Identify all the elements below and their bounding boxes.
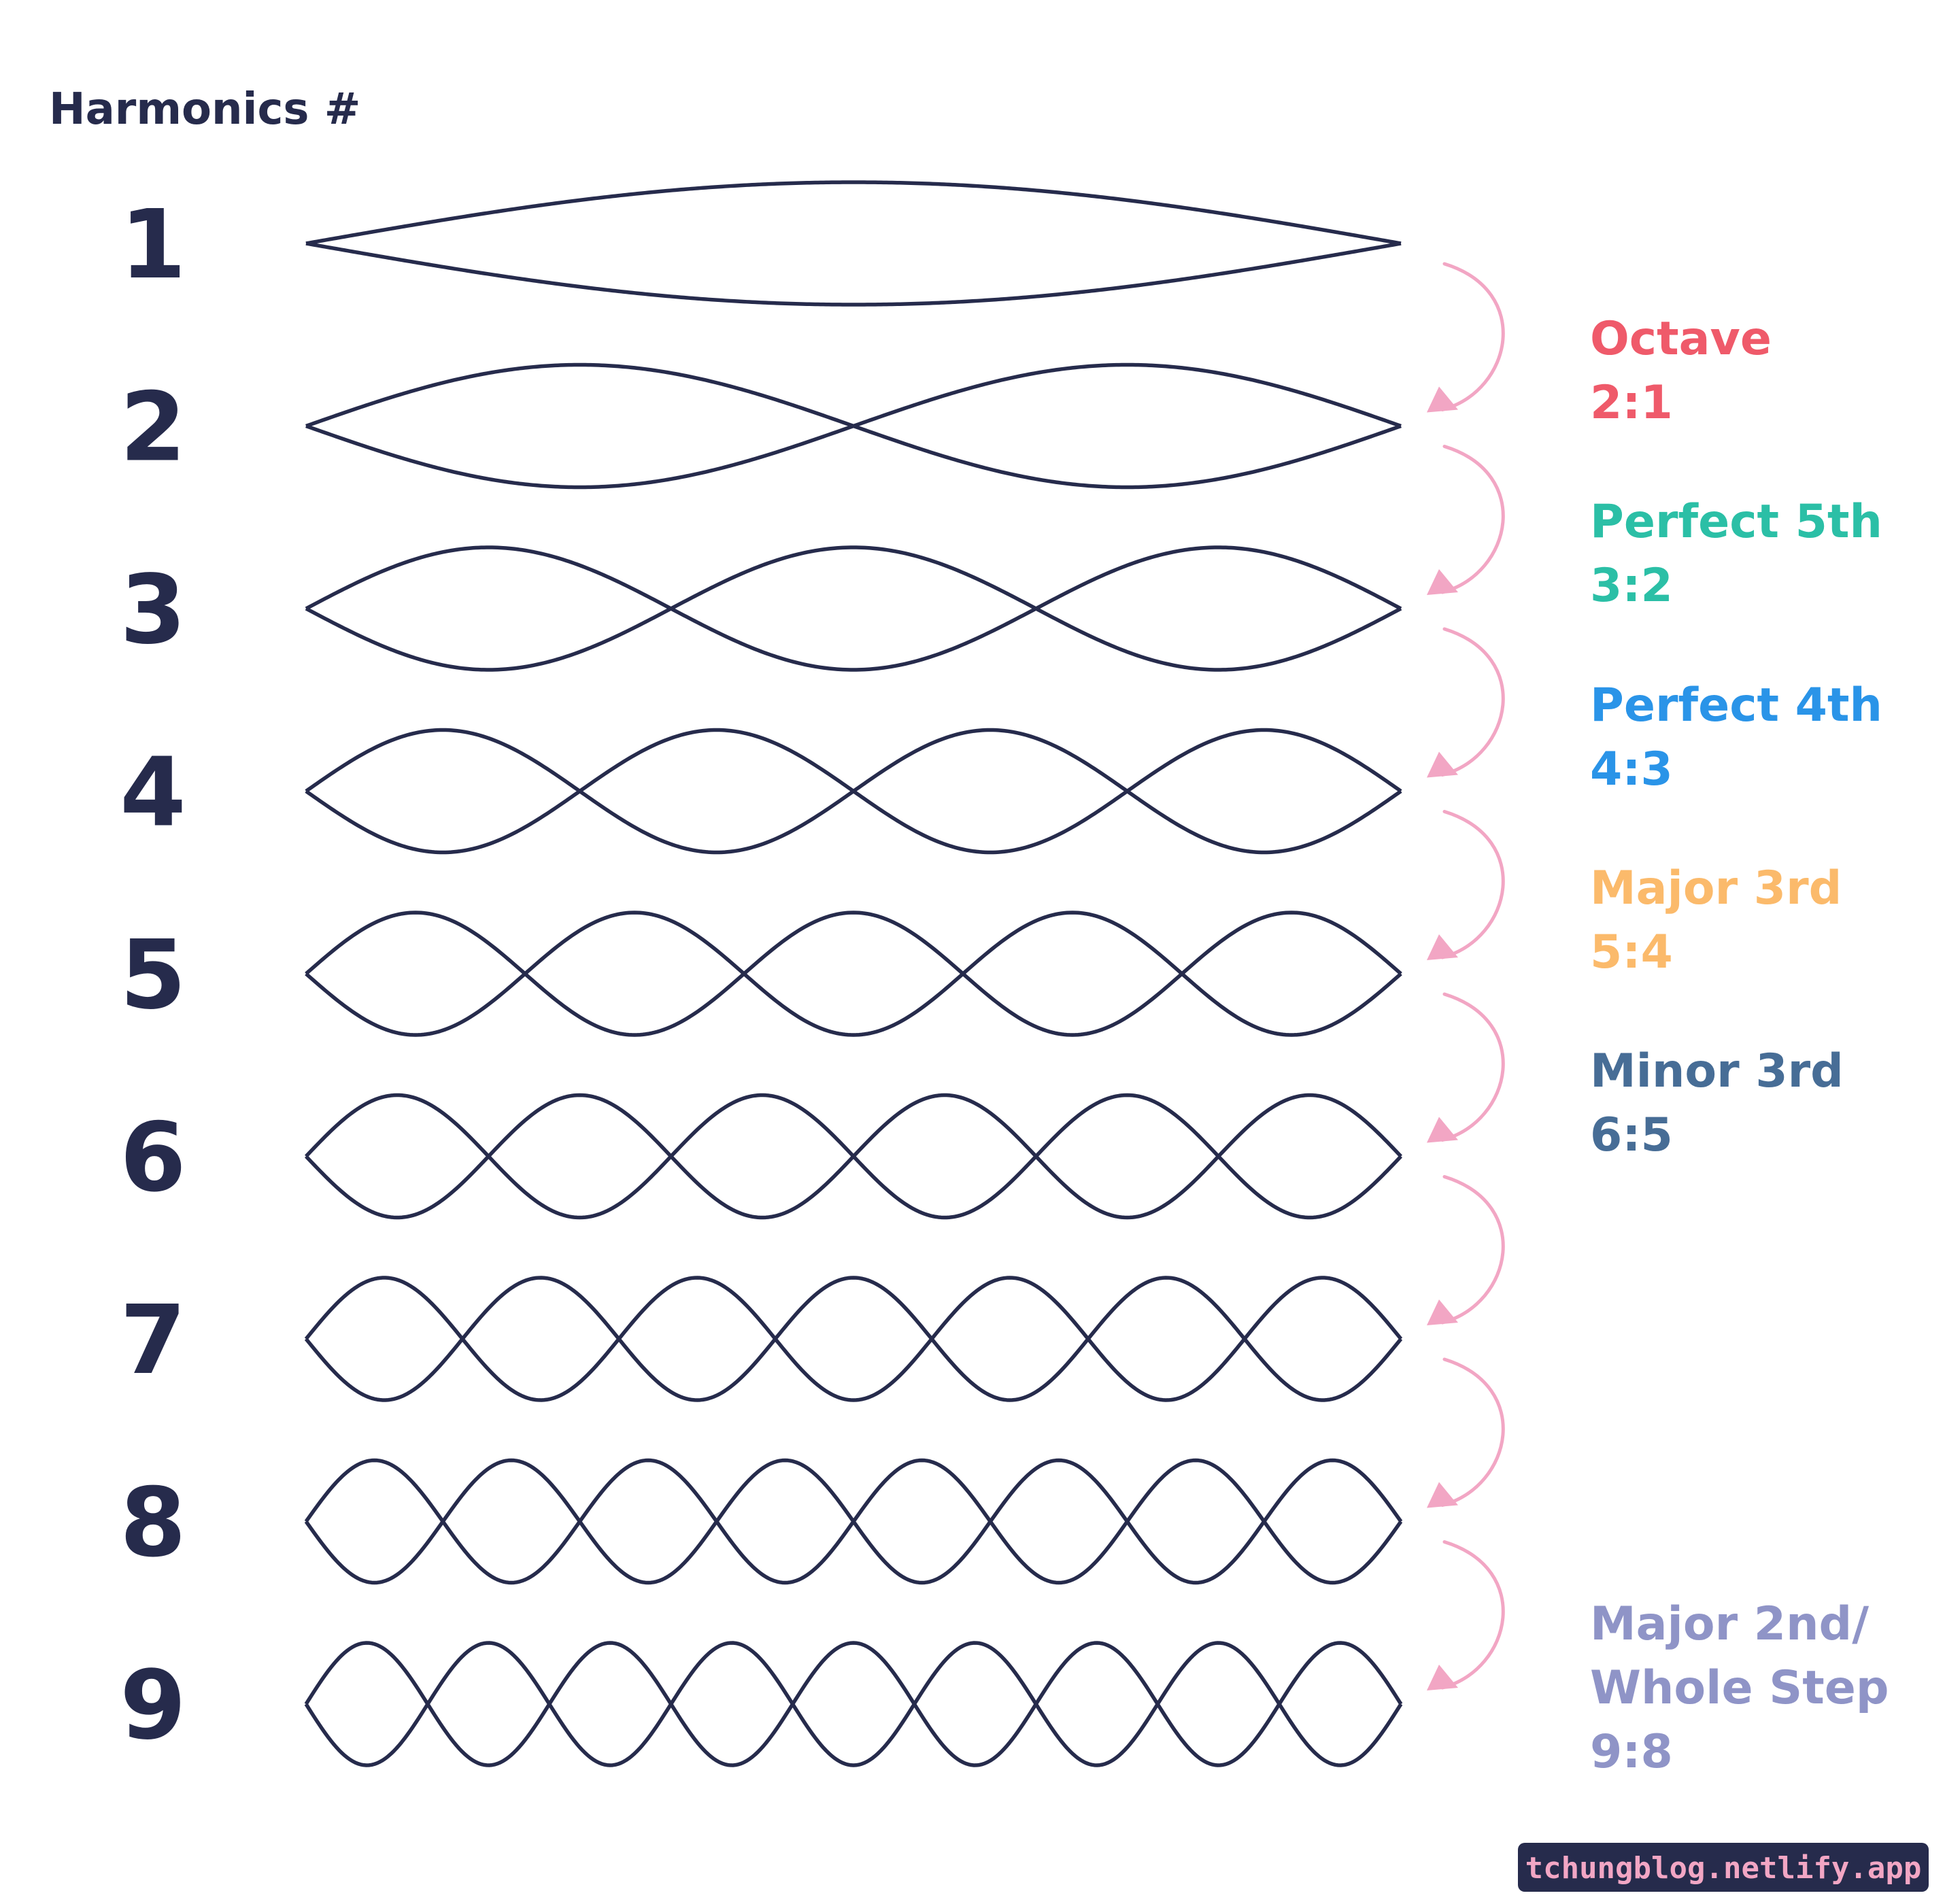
wave-lower-3: [305, 545, 1402, 672]
arrow-head-8: [1427, 1665, 1458, 1690]
wave-upper-1: [305, 180, 1402, 245]
interval-line: Whole Step: [1590, 1661, 1889, 1715]
interval-line: 9:8: [1590, 1725, 1673, 1779]
arrow-head-7: [1427, 1482, 1458, 1508]
interval-line: Perfect 4th: [1590, 679, 1882, 732]
arrow-curve-5: [1440, 992, 1505, 1142]
interval-label-1: Octave 2:1: [1590, 312, 1772, 430]
harmonic-number-6: 6: [120, 1103, 186, 1214]
footer-url: tchungblog.netlify.app: [1525, 1851, 1922, 1886]
interval-label-2: Perfect 5th 3:2: [1590, 495, 1882, 613]
interval-label-3: Perfect 4th 4:3: [1590, 679, 1882, 796]
harmonic-number-3: 3: [120, 555, 186, 666]
wave-upper-9: [304, 1641, 1403, 1767]
interval-label-4: Major 3rd 5:4: [1590, 862, 1842, 979]
interval-line: 3:2: [1590, 559, 1673, 613]
harmonic-number-4: 4: [120, 738, 186, 849]
wave-upper-7: [304, 1276, 1403, 1402]
wave-lower-8: [304, 1458, 1403, 1585]
wave-lower-4: [305, 728, 1402, 855]
harmonic-number-8: 8: [120, 1468, 186, 1579]
arrow-head-4: [1427, 934, 1458, 960]
wave-lower-1: [305, 241, 1402, 307]
arrow-curve-8: [1440, 1540, 1505, 1690]
arrow-curve-7: [1440, 1357, 1505, 1507]
interval-line: Octave: [1590, 312, 1772, 366]
interval-line: 6:5: [1590, 1108, 1673, 1162]
arrow-curve-6: [1440, 1175, 1505, 1325]
standing-waves: [304, 180, 1403, 1767]
interval-line: Minor 3rd: [1590, 1044, 1844, 1098]
diagram-title: Harmonics #: [49, 84, 360, 135]
harmonic-number-7: 7: [120, 1285, 186, 1396]
arrow-curve-2: [1440, 445, 1505, 594]
harmonic-number-5: 5: [120, 920, 186, 1031]
arrow-head-3: [1427, 751, 1458, 778]
harmonic-number-1: 1: [120, 190, 186, 301]
interval-label-6: Major 2nd/Whole Step 9:8: [1590, 1597, 1889, 1779]
wave-lower-6: [305, 1093, 1402, 1220]
arrow-head-5: [1427, 1117, 1458, 1143]
interval-line: 4:3: [1590, 743, 1673, 796]
harmonic-number-2: 2: [120, 373, 186, 483]
wave-lower-7: [304, 1276, 1403, 1402]
wave-upper-3: [305, 545, 1402, 672]
arrow-curve-1: [1440, 262, 1505, 411]
wave-lower-5: [305, 911, 1402, 1037]
interval-line: Major 3rd: [1590, 862, 1842, 915]
harmonic-arrows: [1427, 262, 1505, 1690]
footer-background: [1518, 1843, 1929, 1892]
interval-line: 5:4: [1590, 925, 1673, 979]
arrow-head-6: [1427, 1299, 1458, 1325]
arrow-curve-3: [1440, 627, 1505, 777]
interval-line: Major 2nd/: [1590, 1597, 1869, 1651]
harmonic-numbers: 1 2 3 4 5 6 7 8 9: [120, 190, 186, 1761]
harmonic-number-9: 9: [120, 1650, 186, 1761]
arrow-head-2: [1427, 569, 1458, 595]
interval-line: 2:1: [1590, 376, 1673, 430]
footer-badge: tchungblog.netlify.app: [1518, 1843, 1929, 1892]
interval-line: Perfect 5th: [1590, 495, 1882, 549]
interval-label-5: Minor 3rd 6:5: [1590, 1044, 1844, 1162]
arrow-curve-4: [1440, 810, 1505, 959]
wave-upper-5: [305, 911, 1402, 1037]
wave-lower-2: [305, 362, 1402, 490]
wave-lower-9: [304, 1641, 1403, 1767]
arrow-head-1: [1427, 386, 1458, 413]
